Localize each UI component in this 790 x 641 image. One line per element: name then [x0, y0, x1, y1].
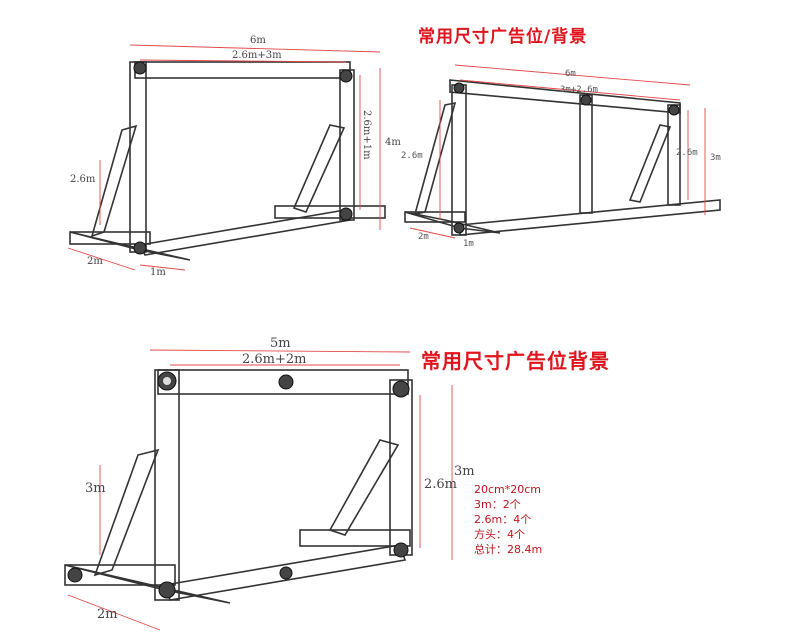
truss-frame-2	[404, 79, 721, 236]
d1-base-depth: 2m	[87, 256, 103, 267]
spec-3m: 3m：2个	[474, 498, 521, 511]
d3-height-total: 3m	[454, 464, 475, 479]
d2-height-right: 2.6m	[676, 148, 698, 158]
dimension-lines-1	[67, 44, 381, 271]
d3-height: 2.6m	[424, 477, 457, 492]
d2-height-total: 3m	[710, 153, 721, 163]
d3-width-total: 5m	[270, 336, 291, 351]
d1-height-split: 2.6m+1m	[361, 110, 372, 160]
truss-frame-1	[69, 61, 386, 261]
spec-square-heads: 方头：4个	[474, 528, 525, 541]
d1-height-total: 4m	[385, 137, 401, 148]
d3-base-depth: 2m	[97, 607, 118, 622]
dimension-lines-3	[67, 349, 453, 631]
spec-2-6m: 2.6m：4个	[474, 513, 532, 526]
d1-width-total: 6m	[250, 35, 266, 46]
truss-frame-3	[64, 369, 413, 604]
d3-width-split: 2.6m+2m	[242, 352, 307, 367]
d2-width-split: 3m+2.6m	[560, 85, 598, 95]
spec-total: 总计：28.4m	[474, 543, 543, 556]
title-bottom: 常用尺寸广告位背景	[421, 349, 610, 373]
d2-base-side: 1m	[463, 239, 474, 249]
spec-size: 20cm*20cm	[474, 483, 542, 496]
dimension-lines-2	[409, 64, 706, 239]
d1-width-split: 2.6m+3m	[232, 50, 282, 61]
d2-base-depth: 2m	[418, 232, 429, 242]
d1-base-side: 1m	[150, 267, 166, 278]
d1-brace: 2.6m	[70, 174, 96, 185]
d3-brace: 3m	[85, 481, 106, 496]
d2-height-left: 2.6m	[401, 151, 423, 161]
title-top: 常用尺寸广告位/背景	[418, 27, 588, 47]
d2-width-total: 6m	[565, 69, 576, 79]
